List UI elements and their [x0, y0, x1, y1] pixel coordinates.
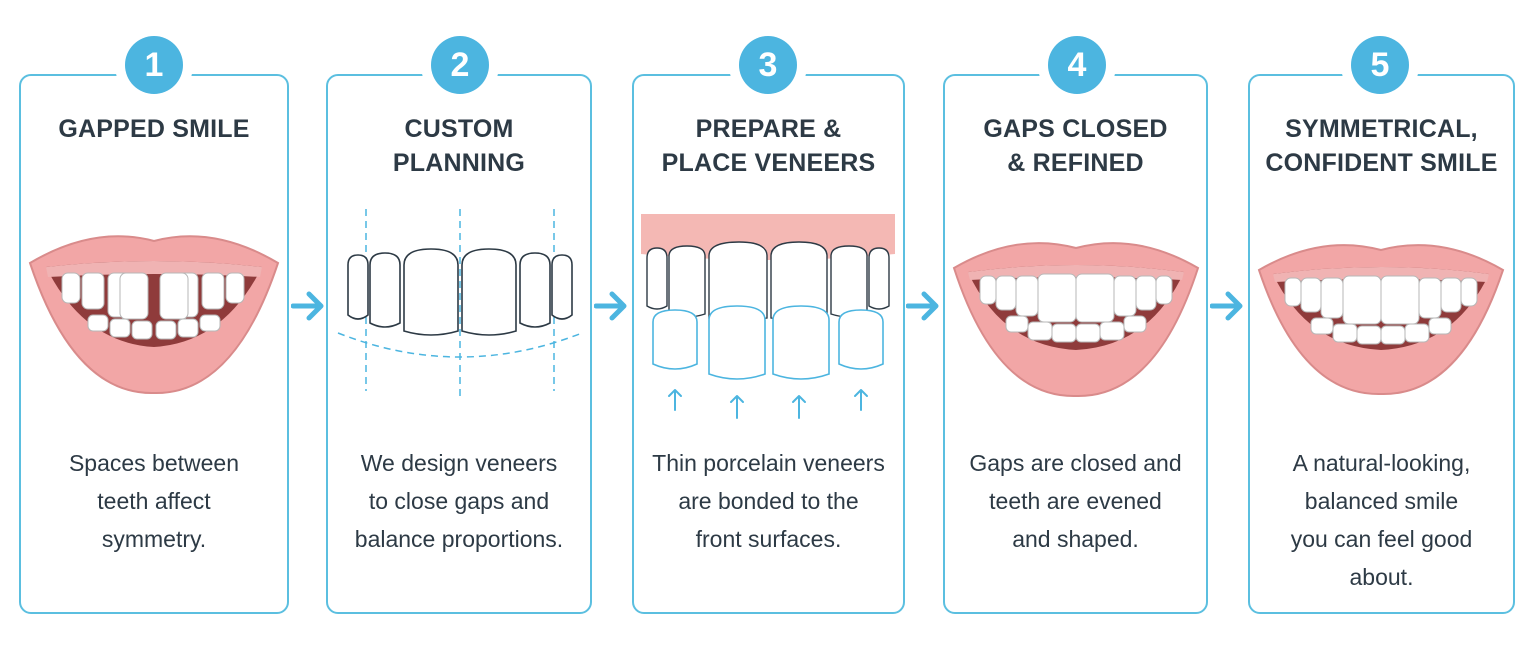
step-title-line: PLACE VENEERS [661, 149, 876, 177]
step-arrow-icon [906, 291, 939, 321]
step-description-line: about. [1349, 564, 1414, 590]
step-card-2 [326, 74, 592, 614]
step-description-line: teeth affect [97, 488, 211, 514]
step-badge-4: 4 [1048, 36, 1106, 94]
step-description-line: Spaces between [68, 450, 240, 476]
step-description-line: A natural-looking, [1292, 450, 1471, 476]
step-title-5: SYMMETRICAL, CONFIDENT SMILE [1248, 112, 1515, 180]
step-title-line: GAPPED SMILE [58, 115, 250, 143]
step-description-1: Spaces between teeth affect symmetry. [19, 444, 289, 558]
step-description-line: symmetry. [101, 526, 207, 552]
step-description-line: balanced smile [1304, 488, 1459, 514]
step-description-line: Thin porcelain veneers [652, 450, 885, 476]
step-description-line: front surfaces. [695, 526, 842, 552]
gapped-smile-illustration [28, 235, 280, 395]
step-title-3: PREPARE & PLACE VENEERS [632, 112, 905, 180]
step-title-line: PLANNING [392, 149, 526, 177]
step-description-line: teeth are evened [989, 488, 1162, 514]
step-description-line: We design veneers [360, 450, 558, 476]
step-badge-5: 5 [1351, 36, 1409, 94]
step-title-line: CONFIDENT SMILE [1265, 149, 1498, 177]
step-title-line: SYMMETRICAL, [1285, 115, 1478, 143]
step-description-line: Gaps are closed and [969, 450, 1182, 476]
step-description-3: Thin porcelain veneers are bonded to the… [632, 444, 905, 558]
step-title-line: CUSTOM [404, 115, 514, 143]
custom-planning-illustration [337, 209, 583, 401]
step-description-line: are bonded to the [678, 488, 859, 514]
step-title-1: GAPPED SMILE [19, 112, 289, 146]
step-title-4: GAPS CLOSED & REFINED [943, 112, 1208, 180]
step-arrow-icon [1210, 291, 1243, 321]
step-title-line: GAPS CLOSED [983, 115, 1168, 143]
step-description-line: and shaped. [1012, 526, 1139, 552]
step-description-line: to close gaps and [368, 488, 550, 514]
step-arrow-icon [594, 291, 627, 321]
step-badge-2: 2 [431, 36, 489, 94]
place-veneers-illustration [641, 214, 895, 419]
step-description-4: Gaps are closed and teeth are evened and… [943, 444, 1208, 558]
step-title-line: & REFINED [1007, 149, 1144, 177]
step-arrow-icon [291, 291, 324, 321]
step-description-5: A natural-looking, balanced smile you ca… [1248, 444, 1515, 596]
step-title-2: CUSTOM PLANNING [326, 112, 592, 180]
veneer-arrow-up-icon [668, 389, 868, 419]
step-badge-1: 1 [125, 36, 183, 94]
confident-smile-illustration [1257, 244, 1505, 396]
gaps-closed-illustration [952, 242, 1200, 398]
step-description-line: balance proportions. [354, 526, 564, 552]
step-badge-3: 3 [739, 36, 797, 94]
step-description-2: We design veneers to close gaps and bala… [326, 444, 592, 558]
step-description-line: you can feel good [1290, 526, 1473, 552]
step-title-line: PREPARE & [695, 115, 842, 143]
